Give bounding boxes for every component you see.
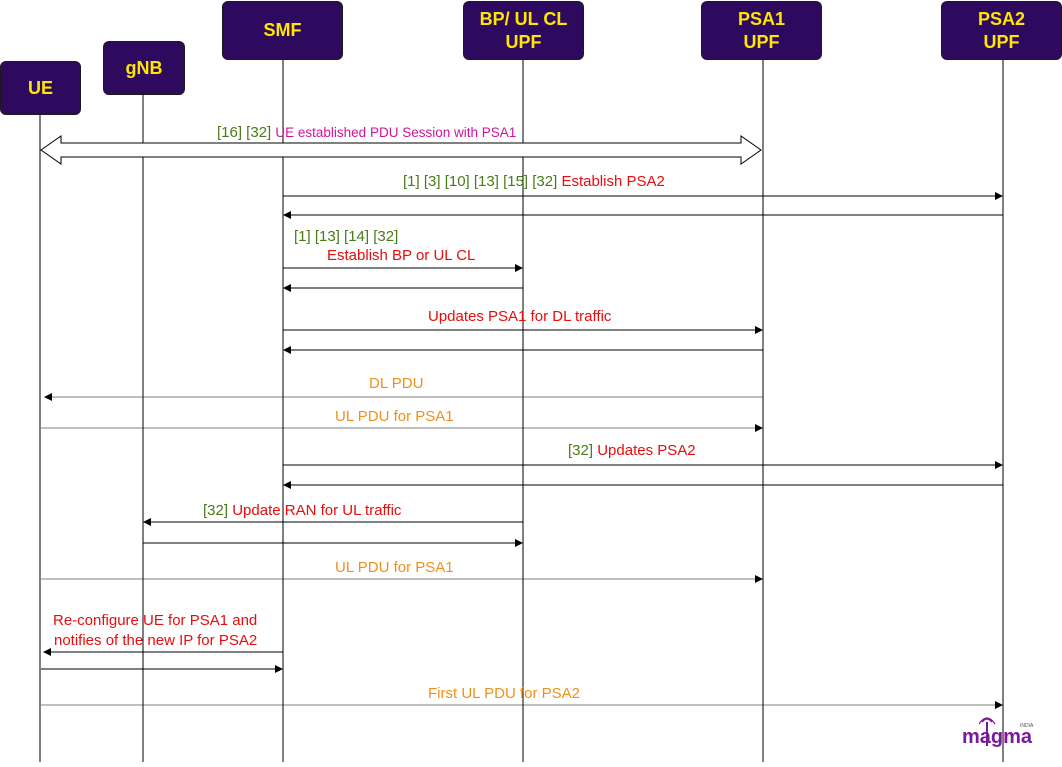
msg-ul-pdu-psa1-text: UL PDU for PSA1 [335,408,454,425]
svg-text:INDIA: INDIA [1020,723,1034,729]
participant-bpulcl: BP/ UL CL UPF [463,1,584,60]
msg-pdu-session-label: [16] [32] UE established PDU Session wit… [217,124,516,142]
msg-ul-pdu-psa1-2-text: UL PDU for PSA1 [335,559,454,576]
magma-logo-mark: magma INDIA [962,717,1034,748]
participant-smf: SMF [222,1,343,60]
msg-establish-psa2-label: [1] [3] [10] [13] [15] [32] Establish PS… [403,173,665,191]
participant-gnb-label: gNB [125,57,163,78]
participant-psa2-label-2: UPF [983,31,1020,52]
msg-update-ran-refs: [32] [203,502,229,519]
svg-text:magma: magma [962,726,1033,748]
msg-establish-psa2-refs: [1] [3] [10] [13] [15] [32] [403,173,558,190]
participant-psa1-label-2: UPF [743,31,780,52]
participant-ue-label: UE [27,77,53,98]
participant-gnb: gNB [103,41,185,95]
msg-establish-bp-refs: [1] [13] [14] [32] [294,228,399,245]
participant-ue: UE [0,61,81,115]
msg-reconfigure-line1: Re-configure UE for PSA1 and [53,612,258,629]
msg-updates-psa2-label: [32] Updates PSA2 [568,442,696,460]
msg-update-ran-label: [32] Update RAN for UL traffic [203,502,401,520]
participant-bpulcl-label-1: BP/ UL CL [479,8,568,29]
participant-psa1-label-1: PSA1 [737,8,786,29]
msg-establish-bp-text: Establish BP or UL CL [327,247,476,264]
msg-pdu-session-refs: [16] [32] [217,124,272,141]
msg-first-ul-pdu-text: First UL PDU for PSA2 [428,685,580,702]
msg-pdu-session-text: UE established PDU Session with PSA1 [275,125,517,140]
msg-updates-psa2-text: Updates PSA2 [597,442,696,459]
participant-smf-label: SMF [263,20,302,40]
msg-update-psa1-text: Updates PSA1 for DL traffic [428,308,612,325]
participant-psa2: PSA2 UPF [941,1,1062,60]
participant-bpulcl-label-2: UPF [505,31,542,52]
participant-psa2-label-1: PSA2 [977,8,1026,29]
msg-dl-pdu-text: DL PDU [369,375,424,392]
msg-update-ran-text: Update RAN for UL traffic [232,502,402,519]
pdu-session-double-arrow [40,135,762,165]
participant-psa1: PSA1 UPF [701,1,822,60]
msg-reconfigure-line2: notifies of the new IP for PSA2 [54,632,258,649]
msg-updates-psa2-refs: [32] [568,442,594,459]
msg-establish-psa2-text: Establish PSA2 [561,173,665,190]
magma-logo: magma INDIA [958,716,1044,762]
